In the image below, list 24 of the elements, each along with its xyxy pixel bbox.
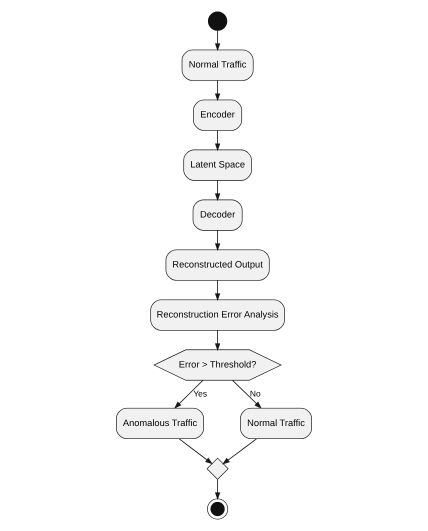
edge-label: Yes [193, 388, 208, 398]
arrow [232, 380, 262, 409]
node-box: Reconstruction Error Analysis [150, 299, 285, 331]
arrow [214, 479, 220, 500]
edge-label: No [250, 388, 261, 398]
node-box: Reconstructed Output [166, 250, 270, 281]
arrow [214, 80, 220, 102]
node-circle [208, 12, 228, 31]
arrow [214, 180, 220, 202]
node-box: Normal Traffic [182, 50, 254, 81]
node-box: Decoder [192, 200, 242, 231]
arrow [174, 380, 204, 409]
arrow [214, 30, 220, 52]
node-circle [207, 498, 228, 520]
node-box: Latent Space [183, 150, 252, 181]
arrow [214, 130, 220, 152]
arrow [214, 330, 220, 351]
node-box: Encoder [193, 100, 242, 131]
node-box: Normal Traffic [240, 408, 312, 440]
node-box: Anomalous Traffic [116, 408, 204, 440]
arrow [178, 438, 213, 464]
arrow [222, 438, 257, 464]
arrow [214, 230, 220, 252]
arrow [214, 280, 220, 301]
